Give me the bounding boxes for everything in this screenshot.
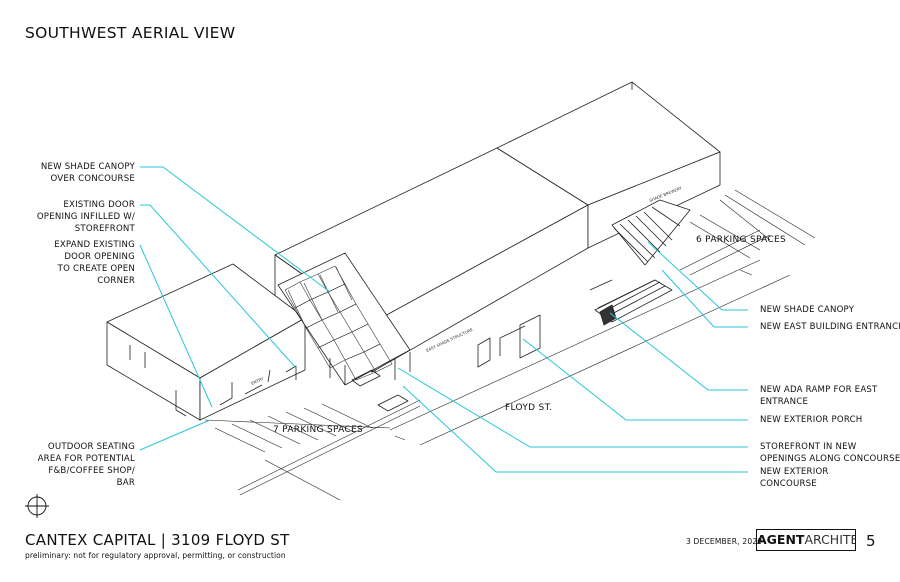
callout-leaders (139, 166, 748, 473)
label-parking-east: 6 PARKING SPACES (696, 235, 787, 245)
label-floyd-street: FLOYD ST. (505, 403, 553, 413)
leader-new-shade-canopy (647, 241, 748, 311)
callout-storefront-openings: STOREFRONT IN NEW OPENINGS ALONG CONCOUR… (760, 442, 900, 464)
leader-new-ada-ramp (609, 312, 748, 391)
project-title: CANTEX CAPITAL | 3109 FLOYD ST (25, 531, 290, 549)
leader-new-exterior-concourse (402, 385, 748, 473)
concourse-truss (284, 265, 393, 381)
leader-expand-door-opening (139, 244, 213, 408)
drawing-date: 3 DECEMBER, 2020 (686, 537, 763, 546)
callout-shade-canopy-concourse: NEW SHADE CANOPY OVER CONCOURSE (40, 162, 135, 184)
leader-new-east-entrance (661, 269, 748, 328)
leader-new-exterior-porch (522, 338, 748, 421)
disclaimer-note: preliminary: not for regulatory approval… (25, 551, 286, 560)
callout-outdoor-seating: OUTDOOR SEATING AREA FOR POTENTIAL F&B/C… (37, 442, 135, 488)
callout-new-east-entrance: NEW EAST BUILDING ENTRANCE (760, 322, 900, 332)
east-parking-lines (679, 189, 816, 276)
page-title: SOUTHWEST AERIAL VIEW (25, 24, 236, 42)
callout-new-exterior-concourse: NEW EXTERIOR CONCOURSE (760, 467, 829, 489)
leader-outdoor-seating (139, 419, 211, 451)
callout-existing-door-infilled: EXISTING DOOR OPENING INFILLED W/ STOREF… (36, 200, 135, 234)
callout-new-shade-canopy: NEW SHADE CANOPY (760, 305, 855, 315)
logo-light-text: ARCHITECTURE (804, 532, 855, 547)
leader-existing-door-infilled (140, 204, 297, 369)
leader-shade-canopy-concourse (140, 166, 331, 293)
leader-storefront-openings (397, 367, 748, 448)
callout-new-ada-ramp: NEW ADA RAMP FOR EAST ENTRANCE (760, 385, 878, 407)
svg-text:ENTRY: ENTRY (250, 376, 264, 386)
firm-logo: AGENTARCHITECTURE (756, 529, 856, 551)
callout-new-exterior-porch: NEW EXTERIOR PORCH (760, 415, 863, 425)
east-shade-canopy (611, 199, 691, 266)
label-parking-west: 7 PARKING SPACES (273, 425, 364, 435)
west-parking-lines (204, 399, 421, 501)
logo-bold-text: AGENT (757, 532, 805, 547)
north-arrow-icon (25, 494, 49, 518)
west-building-south-wall (199, 317, 306, 421)
callout-expand-door-opening: EXPAND EXISTING DOOR OPENING TO CREATE O… (54, 240, 135, 286)
page-number: 5 (866, 532, 876, 550)
